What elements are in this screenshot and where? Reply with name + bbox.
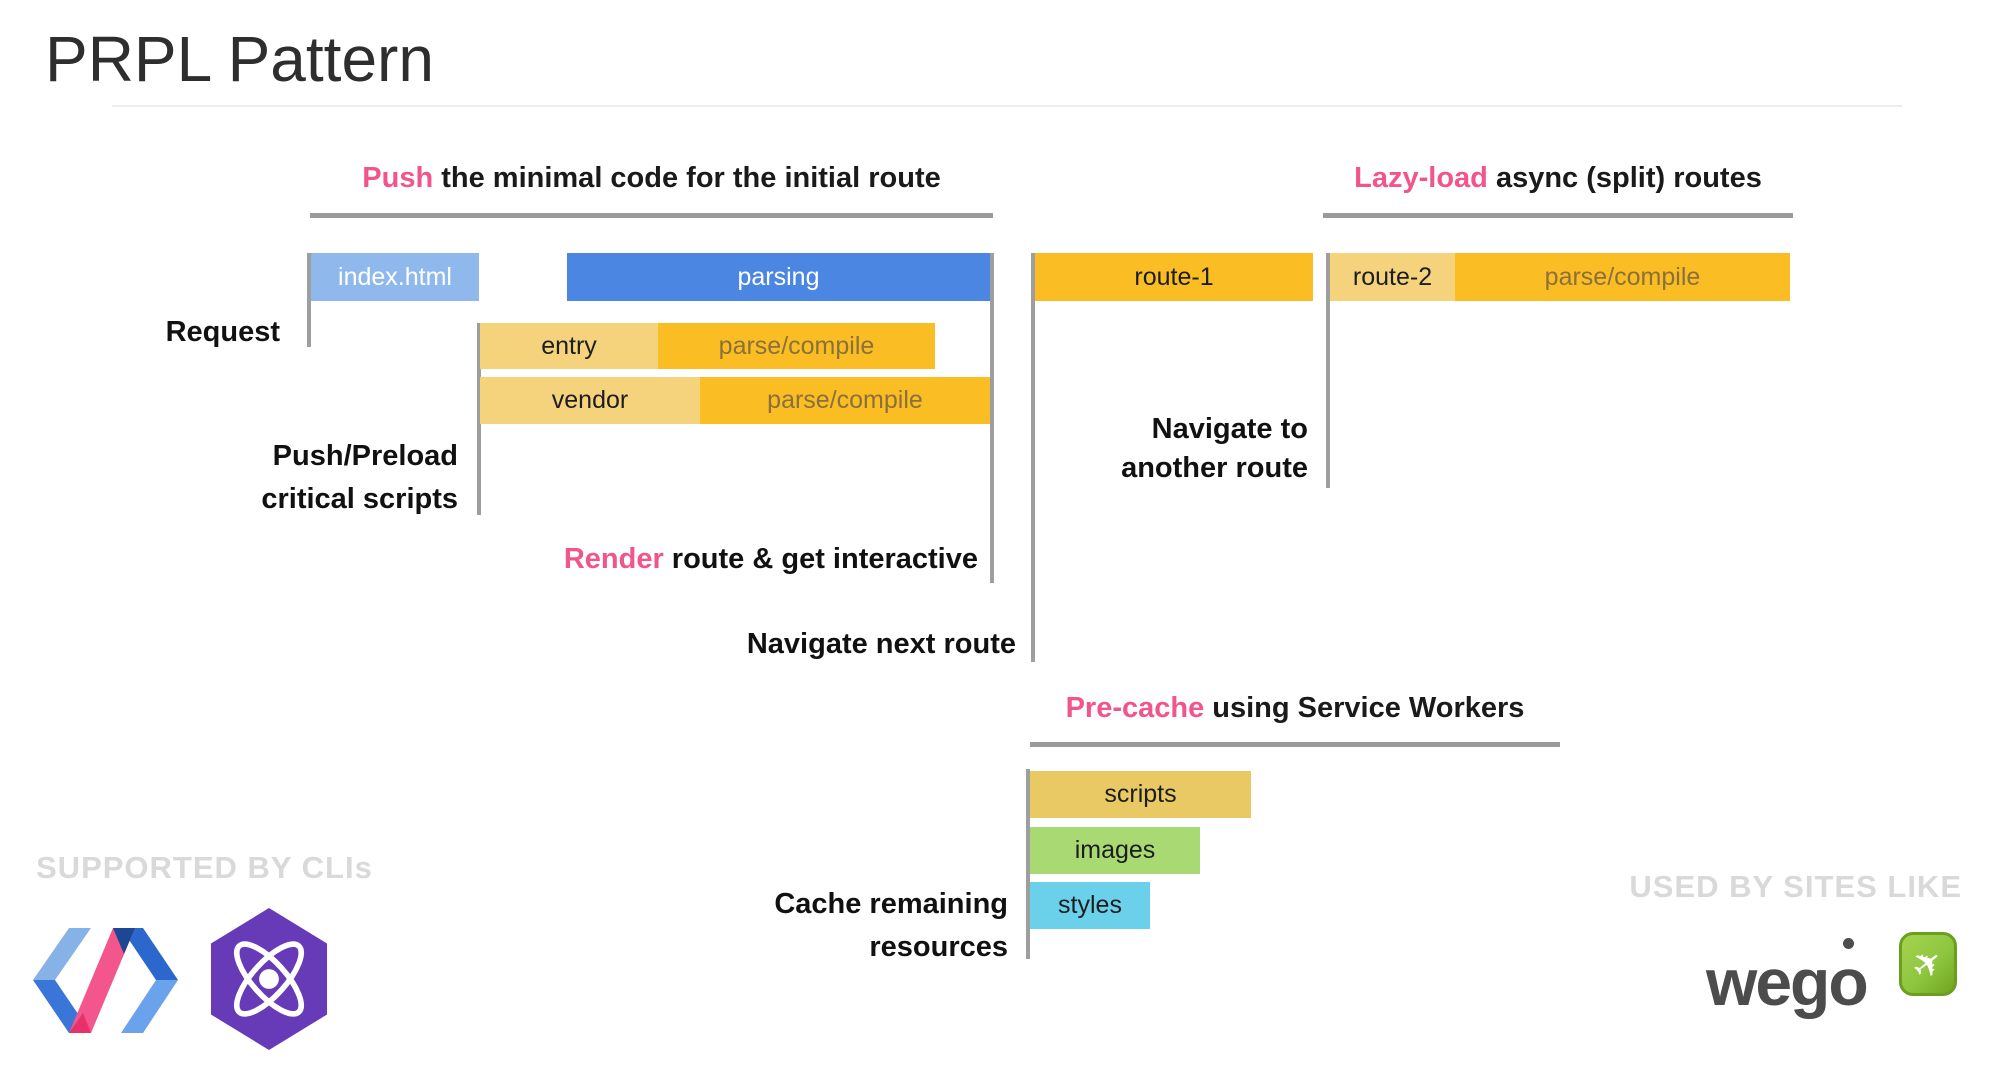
- title-divider: [112, 105, 1902, 107]
- request-start-line: [307, 253, 311, 347]
- push-preload-label: Push/Preload critical scripts: [160, 435, 458, 521]
- vendor-bar: vendor: [480, 377, 700, 424]
- render-label: Render route & get interactive: [500, 538, 978, 581]
- page-title: PRPL Pattern: [45, 23, 434, 95]
- route2-bar: route-2: [1330, 253, 1455, 301]
- cache-remaining-label-line1: Cache remaining: [774, 888, 1008, 920]
- route2-start-line: [1326, 253, 1330, 488]
- lazy-heading-highlight: Lazy-load: [1354, 162, 1488, 194]
- push-heading-rest: the minimal code for the initial route: [433, 162, 941, 194]
- navigate-to-label-line1: Navigate to: [1151, 413, 1308, 445]
- precache-heading-highlight: Pre-cache: [1065, 692, 1205, 724]
- wego-plane-icon: ✈: [1899, 932, 1957, 996]
- parsing-bar: parsing: [567, 253, 990, 301]
- index-html-bar: index.html: [311, 253, 479, 301]
- scripts-bar: scripts: [1030, 771, 1251, 818]
- render-line: [990, 253, 994, 583]
- polymer-logo: [33, 928, 178, 1033]
- push-preload-line: [477, 323, 481, 515]
- cache-remaining-label: Cache remaining resources: [710, 883, 1008, 969]
- push-preload-label-line1: Push/Preload: [272, 440, 458, 472]
- styles-bar: styles: [1030, 882, 1150, 929]
- route1-bar: route-1: [1035, 253, 1313, 301]
- supported-by-clis-label: SUPPORTED BY CLIs: [36, 850, 373, 885]
- entry-parse-compile-bar: parse/compile: [658, 323, 935, 369]
- push-heading: Push the minimal code for the initial ro…: [310, 162, 993, 195]
- render-label-highlight: Render: [563, 543, 664, 575]
- precache-heading-underline: [1030, 742, 1560, 747]
- vendor-parse-compile-bar: parse/compile: [700, 377, 990, 424]
- precache-heading-rest: using Service Workers: [1204, 692, 1525, 724]
- route2-parse-compile-bar: parse/compile: [1455, 253, 1790, 301]
- precache-heading: Pre-cache using Service Workers: [1030, 692, 1560, 725]
- used-by-sites-label: USED BY SITES LIKE: [1629, 869, 1962, 904]
- lazy-heading-rest: async (split) routes: [1487, 162, 1762, 194]
- route1-start-line: [1031, 253, 1035, 662]
- images-bar: images: [1030, 827, 1200, 874]
- push-heading-highlight: Push: [362, 162, 434, 194]
- lazy-heading-underline: [1323, 213, 1793, 218]
- request-label: Request: [165, 316, 280, 348]
- wego-g-dot: [1843, 938, 1854, 949]
- navigate-to-label: Navigate to another route: [1040, 410, 1308, 488]
- push-preload-label-line2: critical scripts: [261, 483, 458, 515]
- cache-start-line: [1026, 769, 1030, 959]
- navigate-to-label-line2: another route: [1121, 452, 1308, 484]
- cache-remaining-label-line2: resources: [869, 931, 1008, 963]
- navigate-next-label: Navigate next route: [746, 628, 1016, 660]
- lazy-heading: Lazy-load async (split) routes: [1323, 162, 1793, 195]
- render-label-rest: route & get interactive: [663, 543, 978, 575]
- preact-logo: [210, 908, 328, 1050]
- wego-logo: wego: [1706, 945, 1869, 1019]
- push-heading-underline: [310, 213, 993, 218]
- entry-bar: entry: [480, 323, 658, 369]
